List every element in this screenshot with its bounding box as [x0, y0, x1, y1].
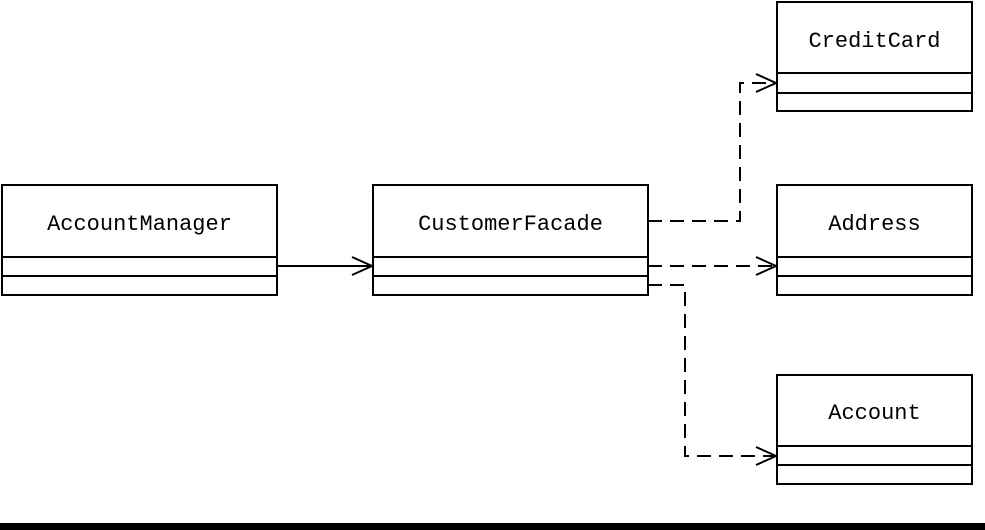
- class-box: [776, 1, 973, 112]
- open-arrowhead: [755, 73, 779, 93]
- class-account-manager[interactable]: AccountManager: [1, 184, 278, 296]
- class-name: Address: [828, 212, 920, 237]
- class-name: AccountManager: [47, 212, 232, 237]
- class-name: CustomerFacade: [418, 212, 603, 237]
- dependency-arrow-address: [648, 256, 779, 276]
- class-box: [1, 184, 278, 296]
- class-name: CreditCard: [808, 29, 940, 54]
- class-account[interactable]: Account: [776, 374, 973, 485]
- dependency-arrow-account: [648, 284, 779, 466]
- class-customer-facade[interactable]: CustomerFacade: [372, 184, 649, 296]
- class-box: [776, 374, 973, 485]
- class-address[interactable]: Address: [776, 184, 973, 296]
- open-arrowhead: [755, 256, 779, 276]
- class-box: [372, 184, 649, 296]
- bottom-rule: [0, 523, 985, 530]
- class-box: [776, 184, 973, 296]
- dependency-arrow-credit-card: [648, 73, 779, 222]
- association-arrow: [277, 256, 375, 276]
- open-arrowhead: [351, 256, 375, 276]
- open-arrowhead: [755, 446, 779, 466]
- class-credit-card[interactable]: CreditCard: [776, 1, 973, 112]
- class-name: Account: [828, 401, 920, 426]
